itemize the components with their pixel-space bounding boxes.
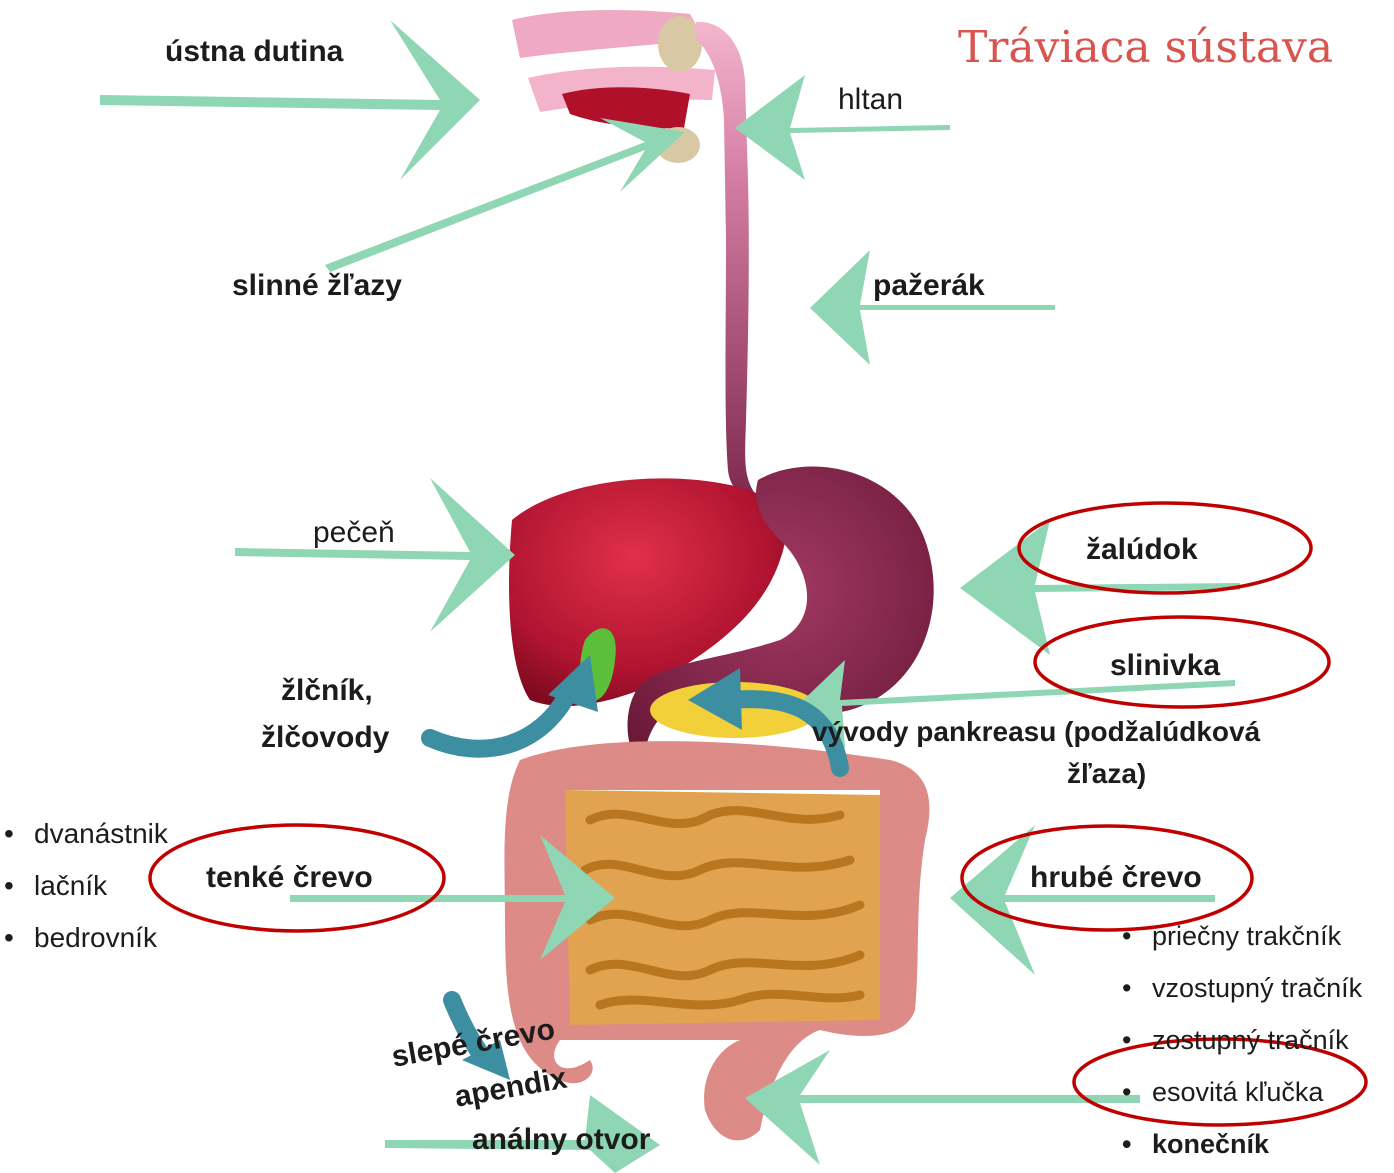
diagram-title: Tráviaca sústava [958, 22, 1333, 73]
label-pancreatic-ducts-line2: žľaza) [1067, 757, 1146, 791]
label-liver: pečeň [313, 515, 395, 551]
list-item: bedrovník [0, 912, 168, 964]
arrow-liver [235, 478, 515, 632]
label-large-intestine: hrubé črevo [1030, 860, 1202, 896]
label-anus: análny otvor [472, 1122, 650, 1158]
label-esophagus: pažerák [873, 268, 985, 304]
list-item: vzostupný tračník [1118, 962, 1362, 1014]
list-item: lačník [0, 860, 168, 912]
list-item: dvanástnik [0, 808, 168, 860]
label-pancreas: slinivka [1110, 648, 1220, 684]
small-intestine-illustration [565, 790, 880, 1025]
label-gallbladder-line2: žlčovody [261, 720, 389, 756]
label-mouth: ústna dutina [165, 34, 343, 70]
oral-cavity-illustration [512, 10, 715, 163]
list-item: priečny trakčník [1118, 910, 1362, 962]
large-intestine-parts-list: priečny trakčník vzostupný tračník zostu… [1118, 910, 1362, 1170]
label-salivary-glands: slinné žľazy [232, 268, 402, 304]
label-stomach: žalúdok [1086, 532, 1198, 568]
label-small-intestine: tenké črevo [206, 860, 373, 896]
list-item: konečník [1118, 1118, 1362, 1170]
arrow-salivary [325, 118, 685, 272]
list-item: esovitá kľučka [1118, 1066, 1362, 1118]
label-pancreatic-ducts-line1: vývody pankreasu (podžalúdková [812, 715, 1260, 749]
label-gallbladder-line1: žlčník, [281, 673, 373, 709]
list-item: zostupný tračník [1118, 1014, 1362, 1066]
small-intestine-parts-list: dvanástnik lačník bedrovník [0, 808, 168, 964]
label-pharynx: hltan [838, 82, 903, 118]
